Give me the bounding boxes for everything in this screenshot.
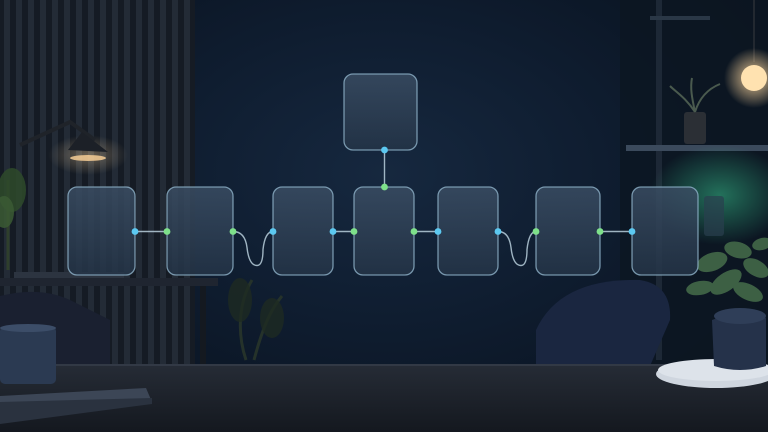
desk-lamp xyxy=(19,119,128,175)
diagram-node-n6 xyxy=(535,186,601,276)
connector-dot xyxy=(381,183,388,191)
connector-dot xyxy=(229,228,237,235)
connector-dot xyxy=(350,228,358,235)
diagram-node-n7 xyxy=(631,186,699,276)
connector-dot xyxy=(596,228,604,235)
connector-dot xyxy=(628,228,636,235)
slat xyxy=(76,0,82,370)
slat xyxy=(148,0,154,370)
slat xyxy=(64,0,70,370)
connector-dot xyxy=(381,146,388,154)
slat xyxy=(172,0,178,370)
slat xyxy=(112,0,118,370)
diagram-node-n5 xyxy=(437,186,499,276)
diagram-node-n4 xyxy=(353,186,415,276)
slat xyxy=(100,0,106,370)
mug xyxy=(0,324,56,384)
slat xyxy=(28,0,34,370)
connector-dot xyxy=(494,228,502,235)
connector-dot xyxy=(532,228,540,235)
edge xyxy=(497,230,537,267)
slat xyxy=(124,0,130,370)
slat xyxy=(52,0,58,370)
pendant-lamp xyxy=(724,0,768,108)
edge xyxy=(232,230,274,267)
diagram-node-n-top xyxy=(343,73,418,151)
diagram xyxy=(67,73,699,276)
connector-dot xyxy=(329,228,337,235)
connector-dot xyxy=(131,228,139,235)
potted-plant xyxy=(656,237,768,388)
diagram-node-n3 xyxy=(272,186,334,276)
diagram-node-n1 xyxy=(67,186,136,276)
diagram-node-n2 xyxy=(166,186,234,276)
connector-dot xyxy=(410,228,418,235)
left-plant xyxy=(0,168,26,270)
connector-dot xyxy=(163,228,171,235)
floor-plant xyxy=(228,278,284,361)
side-table xyxy=(0,272,218,366)
slat xyxy=(40,0,46,370)
slat xyxy=(160,0,166,370)
slat xyxy=(184,0,190,370)
slat xyxy=(88,0,94,370)
laptop xyxy=(0,388,152,424)
connector-dot xyxy=(269,228,277,235)
slat xyxy=(136,0,142,370)
nodes xyxy=(67,73,699,276)
connector-dot xyxy=(434,228,442,235)
